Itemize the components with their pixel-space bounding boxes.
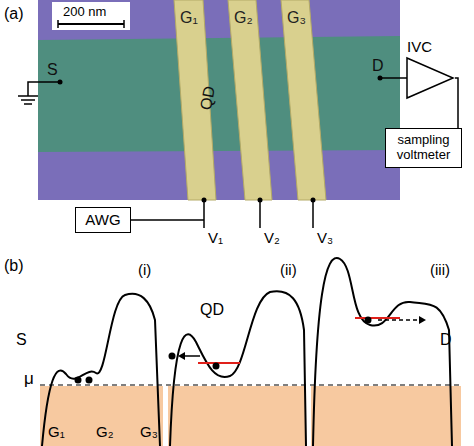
- terminal-label: S: [47, 62, 58, 78]
- chemical-potential: [40, 384, 461, 385]
- voltage-label: V₁: [208, 230, 223, 245]
- mesa: [38, 36, 400, 152]
- gate-label: G₃: [140, 424, 158, 439]
- region-label: S: [16, 332, 27, 348]
- gate-label: G₁: [48, 424, 65, 439]
- gate-label: G₂: [96, 424, 114, 439]
- panel-label: (ii): [280, 262, 297, 277]
- potential-curve: [170, 291, 306, 446]
- gate-label: G₁: [180, 10, 198, 26]
- wire: [203, 200, 205, 228]
- energy-level: [198, 362, 240, 364]
- scale-label: 200 nm: [63, 5, 106, 18]
- tunnel-arrow: [419, 316, 426, 324]
- region-label: D: [440, 332, 452, 348]
- node-text: sampling voltmeter: [386, 133, 461, 163]
- amplifier-symbol: IVC: [405, 38, 455, 100]
- gate: [228, 0, 272, 200]
- amplifier-outline: [405, 56, 455, 100]
- amplifier-triangle: [407, 58, 453, 98]
- scale-bar: [58, 23, 124, 25]
- voltage-label: V₃: [317, 230, 333, 245]
- wire: [131, 219, 204, 221]
- panel-label: (iii): [430, 262, 450, 277]
- ground-symbol: [21, 99, 35, 101]
- electron: [213, 363, 220, 370]
- potential-curve: [42, 294, 160, 446]
- energy-level: [355, 317, 400, 319]
- scale-box: [52, 2, 130, 30]
- wire: [380, 77, 407, 79]
- scale-bar: [57, 20, 59, 28]
- chemical-potential-label: μ: [24, 370, 34, 387]
- wire: [312, 200, 314, 228]
- electron: [365, 317, 372, 324]
- gate-label: G₂: [234, 10, 253, 26]
- region-label: QD: [200, 302, 224, 318]
- terminal-label: D: [372, 58, 384, 74]
- fermi-sea: [311, 386, 461, 446]
- potential-curve: [313, 258, 452, 446]
- scale-bar: [123, 20, 125, 28]
- instrument-box: sampling voltmeter: [385, 128, 462, 168]
- tunnel-arrow: [378, 319, 420, 321]
- substrate: [38, 0, 400, 200]
- tunnel-arrow: [178, 352, 185, 360]
- fermi-sea: [40, 386, 163, 446]
- panel-label: (a): [4, 6, 24, 22]
- ground-symbol: [18, 95, 38, 97]
- wire: [259, 200, 261, 228]
- panel-label: (i): [138, 262, 151, 277]
- fermi-sea: [168, 386, 306, 446]
- node-text: AWG: [85, 211, 120, 228]
- wire-connector: [455, 78, 458, 128]
- panel-label: (b): [4, 258, 24, 274]
- gate-label: G₃: [287, 10, 306, 26]
- node-text: IVC: [407, 38, 432, 55]
- instrument-box: AWG: [75, 207, 131, 233]
- electron: [75, 377, 82, 384]
- electron: [86, 377, 93, 384]
- gate: [281, 0, 326, 200]
- wire: [28, 82, 60, 96]
- electron: [169, 353, 176, 360]
- ground-symbol: [24, 103, 32, 105]
- voltage-label: V₂: [264, 230, 280, 245]
